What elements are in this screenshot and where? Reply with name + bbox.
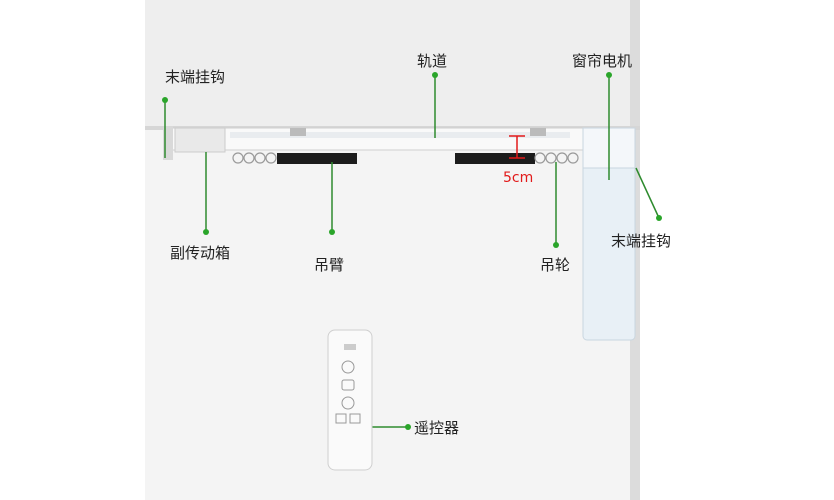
label-secondary-transmission-box: 副传动箱 xyxy=(170,244,230,262)
hanging-arm-right xyxy=(455,153,535,164)
label-pulley: 吊轮 xyxy=(540,256,570,274)
arm-clip-right xyxy=(530,128,546,136)
gap-measure-marker xyxy=(509,135,525,159)
label-gap-measure: 5cm xyxy=(503,170,533,186)
arm-clip-left xyxy=(290,128,306,136)
label-hanging-arm: 吊臂 xyxy=(314,256,344,274)
leader-dots xyxy=(162,72,662,430)
stop-icon xyxy=(341,379,355,391)
end-hook-left xyxy=(163,126,173,160)
remote-logo xyxy=(344,344,356,350)
secondary-transmission-box xyxy=(174,127,226,153)
right-icon xyxy=(349,413,361,424)
pulleys-left xyxy=(232,152,277,164)
down-chevron-icon xyxy=(341,396,355,410)
track-groove xyxy=(230,132,570,138)
label-curtain-motor: 窗帘电机 xyxy=(572,52,632,70)
remote-control xyxy=(327,329,373,471)
hanging-arm-left xyxy=(277,153,357,164)
label-remote-control: 遥控器 xyxy=(414,419,459,437)
label-track: 轨道 xyxy=(417,52,447,70)
pulleys-right xyxy=(534,152,579,164)
ceiling xyxy=(145,0,640,128)
label-end-hook-right: 末端挂钩 xyxy=(611,232,671,250)
left-icon xyxy=(335,413,347,424)
up-chevron-icon xyxy=(341,360,355,374)
label-end-hook-left: 末端挂钩 xyxy=(165,68,225,86)
leader-lines xyxy=(164,75,660,428)
